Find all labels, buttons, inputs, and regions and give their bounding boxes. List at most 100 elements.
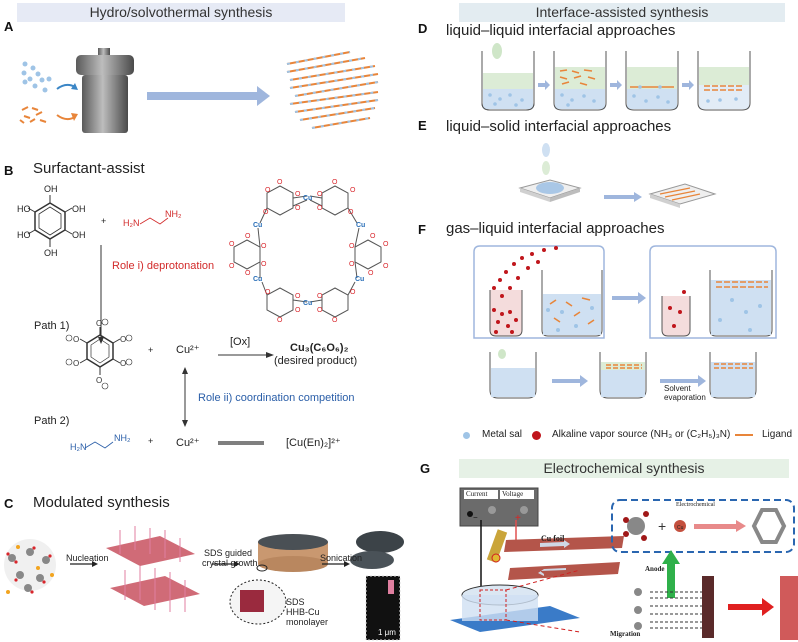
cu-node: Cu <box>303 300 312 307</box>
liquid-solid-title: liquid–solid interfacial approaches <box>446 118 672 135</box>
ox-label: [Ox] <box>230 336 251 348</box>
en-h2n-blue: H₂N <box>70 442 87 452</box>
electrochemical-banner: Electrochemical synthesis <box>459 459 789 478</box>
path-2-label: Path 2) <box>34 415 70 427</box>
cu-node: Cu <box>355 276 364 283</box>
hexagonal-mof <box>751 508 787 544</box>
svg-text:O: O <box>120 335 126 344</box>
svg-text:O: O <box>350 289 356 296</box>
electrochemical-banner-text: Electrochemical synthesis <box>543 460 705 476</box>
svg-text:O: O <box>120 359 126 368</box>
hhb-molecule <box>27 195 73 247</box>
solvent-label: Solvent <box>664 384 691 393</box>
svg-text:O: O <box>229 241 235 248</box>
plus-sign-path2: + <box>148 436 154 446</box>
svg-text:O: O <box>295 191 301 198</box>
power-supply: − + <box>459 487 539 527</box>
electrochemical-diagram: − + + <box>450 487 798 640</box>
svg-text:O: O <box>229 263 235 270</box>
layered-framework <box>286 51 379 129</box>
panel-label-e: E <box>418 118 427 133</box>
metal-salt-dot-icon <box>463 432 470 439</box>
modulated-synthesis-title: Modulated synthesis <box>33 494 170 511</box>
vapor-chamber-2 <box>649 245 777 339</box>
hydrothermal-diagram <box>19 48 379 133</box>
plus-sign-path1: + <box>148 345 154 355</box>
panel-label-d: D <box>418 21 428 36</box>
role-deprotonation: Role i) deprotonation <box>112 260 215 272</box>
hhb-oh-bottom: OH <box>44 248 58 258</box>
liquid-solid-diagram <box>518 143 717 208</box>
svg-text:O: O <box>317 307 323 314</box>
liquid-liquid-diagram <box>481 43 751 111</box>
svg-text:O: O <box>317 205 323 212</box>
legend-metal-salt: Metal sal <box>482 429 523 440</box>
svg-text:O: O <box>317 191 323 198</box>
svg-text:O: O <box>349 243 355 250</box>
inset-sds: SDS <box>286 597 305 607</box>
en-h2n-red: H₂N <box>123 218 140 228</box>
svg-text:O: O <box>295 307 301 314</box>
oxidation-arrow <box>218 352 274 358</box>
panel-label-f: F <box>418 222 426 237</box>
svg-text:O: O <box>277 317 283 324</box>
svg-text:O: O <box>349 261 355 268</box>
ethylenediamine-red <box>139 217 169 225</box>
product-formula: Cu₃(C₆O₆)₂ <box>290 342 349 354</box>
current-label: Current <box>466 490 488 498</box>
nucleated-layers <box>106 526 200 612</box>
crystal-disk <box>229 534 328 625</box>
svg-text:O: O <box>332 317 338 324</box>
legend-alkaline-vapor: Alkaline vapor source (NH₃ or (C₂H₅)₃N) <box>552 429 731 440</box>
gas-liquid-diagram <box>473 245 777 399</box>
hhb-oh-right-bottom: OH <box>72 230 86 240</box>
cu-atom-icon <box>674 520 686 532</box>
flow-arrows <box>538 80 694 90</box>
ethylenediamine-blue <box>84 441 114 449</box>
sonication-label: Sonication <box>320 553 363 563</box>
liquid-liquid-title: liquid–liquid interfacial approaches <box>446 22 676 39</box>
panel-label-a: A <box>4 19 14 34</box>
plus-icon: + <box>658 518 666 534</box>
hydrothermal-banner-text: Hydro/solvothermal synthesis <box>89 4 273 20</box>
exfoliated-nanosheets <box>350 531 404 641</box>
hhb-oh-left-bottom: HO <box>17 230 31 240</box>
path-1-label: Path 1) <box>34 320 70 332</box>
scale-bar-label: 1 μm <box>378 628 396 637</box>
nucleation-label: Nucleation <box>66 553 109 563</box>
plus-sign: + <box>101 216 107 226</box>
svg-text:O: O <box>348 209 354 216</box>
ligand-line-icon <box>735 434 753 436</box>
cu-ion-path2: Cu²⁺ <box>176 437 200 449</box>
svg-text:+: + <box>515 513 521 524</box>
cu-node: Cu <box>303 195 312 202</box>
svg-text:O: O <box>265 289 271 296</box>
role-coordination-competition: Role ii) coordination competition <box>198 392 355 404</box>
inset-monolayer: monolayer <box>286 617 329 627</box>
evaporation-label: evaporation <box>664 393 706 402</box>
svg-text:O: O <box>96 319 102 328</box>
anode <box>702 576 714 638</box>
cu-foil-label: Cu foil <box>541 534 565 543</box>
interface-banner-text: Interface-assisted synthesis <box>535 4 709 20</box>
gas-liquid-title: gas–liquid interfacial approaches <box>446 220 665 237</box>
product-note: (desired product) <box>274 355 358 367</box>
electrochemical-label: Electrochemical <box>676 502 715 508</box>
cu-node: Cu <box>253 222 262 229</box>
crystal-growth-label: crystal growth <box>202 558 258 568</box>
cu-node: Cu <box>253 276 262 283</box>
svg-text:O: O <box>370 233 376 240</box>
svg-text:O: O <box>96 376 102 385</box>
hydrothermal-banner: Hydro/solvothermal synthesis <box>17 3 345 22</box>
svg-text:O: O <box>265 187 271 194</box>
en-nh2-blue: NH₂ <box>114 433 131 443</box>
hhb-oh-right-top: OH <box>72 204 86 214</box>
svg-text:O: O <box>295 293 301 300</box>
svg-text:O: O <box>332 179 338 186</box>
precursor-cluster <box>4 539 56 594</box>
svg-text:O: O <box>245 233 251 240</box>
cu-atom-label: Cu <box>677 525 684 531</box>
ligand-rods <box>19 106 47 124</box>
cu-node: Cu <box>356 222 365 229</box>
